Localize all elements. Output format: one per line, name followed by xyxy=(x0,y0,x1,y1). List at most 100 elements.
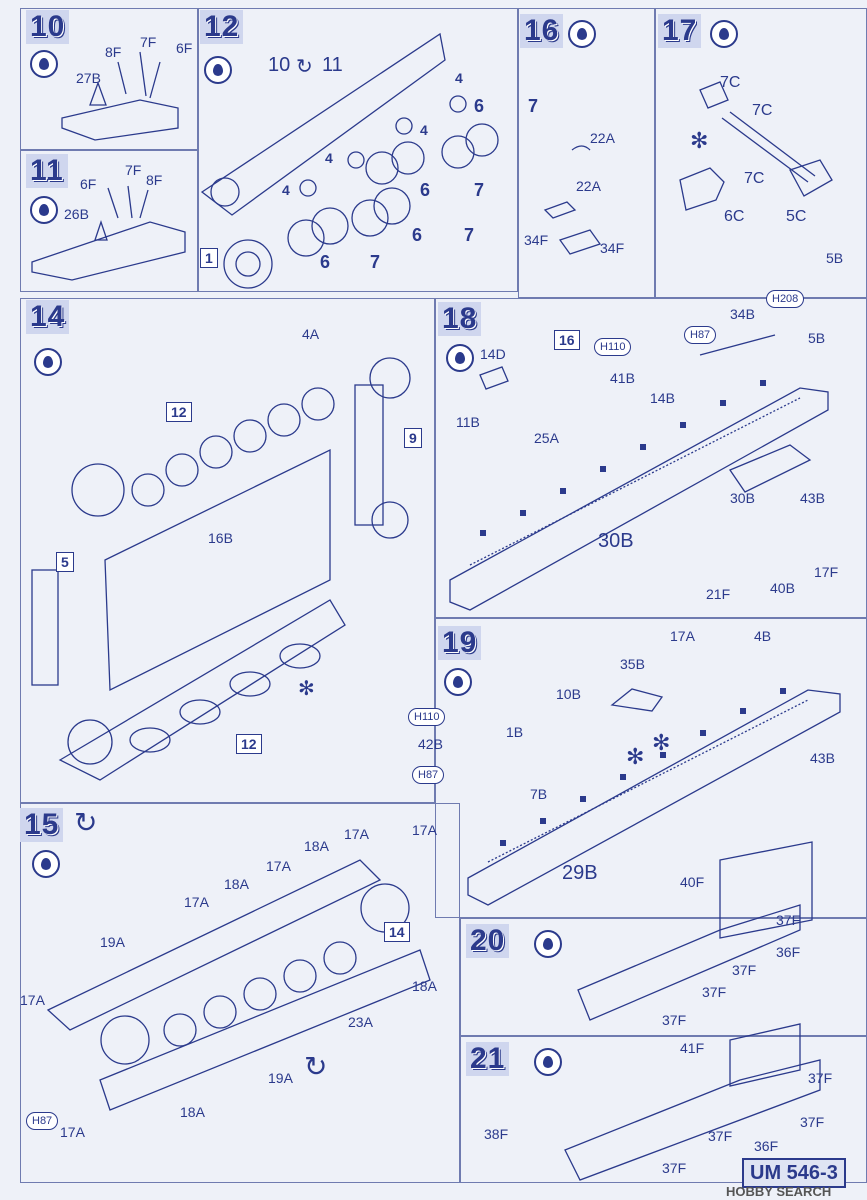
part-label: 17A xyxy=(670,628,695,644)
part-label: 14D xyxy=(480,346,506,362)
glue-drop-icon xyxy=(30,196,58,224)
part-label: 11 xyxy=(322,54,343,76)
snowflake-icon: ✻ xyxy=(298,678,315,700)
part-label: 17A xyxy=(20,992,45,1008)
step-number-14: 14 xyxy=(26,300,70,334)
subassembly-ref: 16 xyxy=(554,330,580,350)
part-label: 4B xyxy=(754,628,772,644)
step-number-12: 12 xyxy=(200,10,244,44)
part-label: 42B xyxy=(418,736,443,752)
panel-step-11 xyxy=(20,150,198,292)
part-label: 7 xyxy=(464,225,475,245)
step-number-18: 18 xyxy=(438,302,482,336)
sheet-code: UM 546-3 xyxy=(742,1158,846,1188)
part-label: 18A xyxy=(304,838,329,854)
part-label: 36F xyxy=(776,944,801,960)
paint-code-chip: H110 xyxy=(408,708,446,726)
part-label: 37F xyxy=(708,1128,733,1144)
part-label: 5B xyxy=(808,330,826,346)
subassembly-ref: 14 xyxy=(384,922,410,942)
paint-code-chip: H87 xyxy=(26,1112,59,1130)
panel-step-12 xyxy=(198,8,518,292)
subassembly-ref: 5 xyxy=(56,552,74,572)
rotate-icon: ↻ xyxy=(296,56,313,78)
part-label: 7C xyxy=(744,170,765,187)
subassembly-ref: 9 xyxy=(404,428,422,448)
part-label: 29B xyxy=(562,862,598,884)
panel-step-16 xyxy=(518,8,655,298)
part-label: 8F xyxy=(146,172,163,188)
glue-drop-icon xyxy=(534,1048,562,1076)
paint-code-chip: H87 xyxy=(684,326,717,344)
part-label: 34F xyxy=(524,232,549,248)
part-label: 21F xyxy=(706,586,731,602)
glue-drop-icon xyxy=(710,20,738,48)
glue-drop-icon xyxy=(444,668,472,696)
glue-drop-icon xyxy=(534,930,562,958)
part-label: 7 xyxy=(370,252,381,272)
glue-drop-icon xyxy=(446,344,474,372)
part-label: 1B xyxy=(506,724,524,740)
part-label: 7F xyxy=(140,34,157,50)
step-number-21: 21 xyxy=(466,1042,510,1076)
part-label: 38F xyxy=(484,1126,509,1142)
part-label: 27B xyxy=(76,70,101,86)
part-label: 40B xyxy=(770,580,795,596)
panel-step-14 xyxy=(20,298,435,803)
subassembly-ref: 12 xyxy=(166,402,192,422)
part-label: 17A xyxy=(184,894,209,910)
part-label: 17A xyxy=(344,826,369,842)
step-number-20: 20 xyxy=(466,924,510,958)
part-label: 37F xyxy=(776,912,801,928)
snowflake-icon: ✻ xyxy=(652,730,671,755)
part-label: 4 xyxy=(455,70,463,86)
snowflake-icon: ✻ xyxy=(626,744,645,769)
paint-code-chip: H208 xyxy=(766,290,805,308)
part-label: 43B xyxy=(800,490,825,506)
glue-drop-icon xyxy=(34,348,62,376)
part-label: 6C xyxy=(724,208,745,225)
part-label: 4 xyxy=(325,150,333,166)
part-label: 7 xyxy=(528,96,539,116)
part-label: 4 xyxy=(420,122,428,138)
part-label: 6F xyxy=(176,40,193,56)
part-label: 6 xyxy=(420,180,431,200)
part-label: 19A xyxy=(268,1070,293,1086)
part-label: 16B xyxy=(208,530,233,546)
part-label: 26B xyxy=(64,206,89,222)
part-label: 37F xyxy=(732,962,757,978)
part-label: 22A xyxy=(576,178,601,194)
part-label: 36F xyxy=(754,1138,779,1154)
part-label: 17A xyxy=(60,1124,85,1140)
step-number-10: 10 xyxy=(26,10,70,44)
watermark-text: HOBBY SEARCH xyxy=(726,1184,832,1199)
part-label: 17F xyxy=(814,564,839,580)
part-label: 37F xyxy=(800,1114,825,1130)
part-label: 41B xyxy=(610,370,635,386)
panel-step-15 xyxy=(20,803,460,1183)
part-label: 5B xyxy=(826,250,844,266)
rotate-icon: ↻ xyxy=(304,1051,328,1082)
part-label: 6 xyxy=(474,96,485,116)
part-label: 7B xyxy=(530,786,548,802)
part-label: 19A xyxy=(100,934,125,950)
part-label: 4 xyxy=(282,182,290,198)
step-number-11: 11 xyxy=(26,154,68,188)
part-label: 17A xyxy=(266,858,291,874)
glue-drop-icon xyxy=(32,850,60,878)
step-number-15: 15 xyxy=(20,808,64,842)
glue-drop-icon xyxy=(30,50,58,78)
glue-drop-icon xyxy=(568,20,596,48)
step-number-16: 16 xyxy=(520,14,564,48)
part-label: 11B xyxy=(456,414,480,430)
step-number-17: 17 xyxy=(658,14,702,48)
snowflake-icon: ✻ xyxy=(690,128,709,153)
glue-drop-icon xyxy=(204,56,232,84)
part-label: 37F xyxy=(702,984,727,1000)
part-label: 43B xyxy=(810,750,835,766)
rotate-icon: ↻ xyxy=(74,807,98,838)
part-label: 14B xyxy=(650,390,675,406)
step-number-19: 19 xyxy=(438,626,482,660)
